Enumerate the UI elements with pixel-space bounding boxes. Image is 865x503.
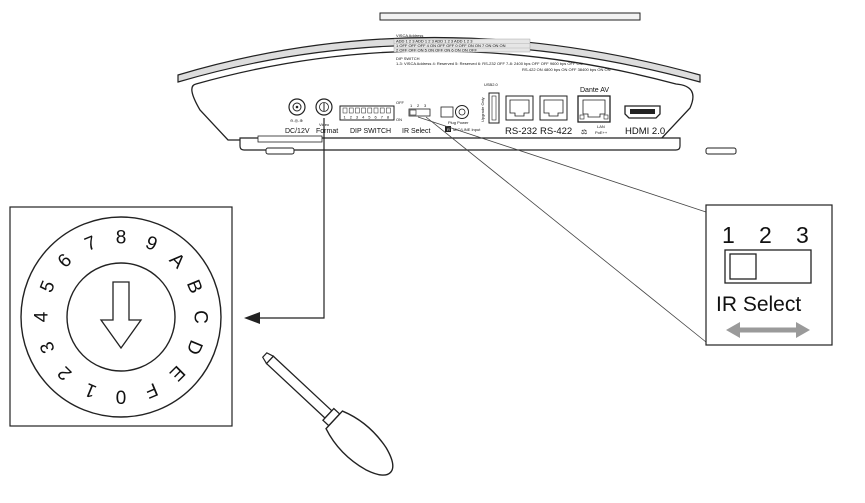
dip-number: 4 <box>362 115 365 120</box>
polarity-icon: ⊖-◎-⊕ <box>290 118 303 123</box>
dip-number: 8 <box>387 115 390 120</box>
ir-select-panel: 1 2 3 IR Select <box>705 204 833 346</box>
dip-slot <box>348 107 354 114</box>
dip-switch-title: DIP SWITCH <box>396 56 420 61</box>
usb-label: USB2.0 <box>484 82 499 87</box>
rotary-label: C <box>190 310 211 324</box>
table-row: 1-3: VISCA Address 4: Reserved 5: Reserv… <box>396 61 583 66</box>
plug-power-label: Plug Power <box>448 120 469 125</box>
poe-label: PoE++ <box>595 130 608 135</box>
power-label: DC/12V <box>285 128 310 135</box>
dip-switch-label: DIP SWITCH <box>350 128 391 135</box>
rs422-label: RS-422 <box>540 126 572 137</box>
lan-label: LAN <box>597 124 605 129</box>
visca-title: VISCA Address <box>396 33 423 38</box>
ir-switch-knob <box>729 253 757 280</box>
ir-panel-num-2: 2 <box>759 222 772 248</box>
ir-num-1: 1 <box>410 103 413 108</box>
mic-line-label: MIC/LINE Input <box>453 127 481 132</box>
table-header-row: ADD 1 2 3 ADD 1 2 3 ADD 1 2 3 ADD 1 2 3 <box>396 39 473 44</box>
usb-port: USB2.0 Upgrade Only <box>480 82 500 124</box>
mic-line-input: Plug Power R MIC/LINE Input <box>440 105 481 132</box>
dip-slot <box>379 107 385 114</box>
rs232-port: RS-232 <box>505 95 537 137</box>
camera-body <box>177 12 737 155</box>
dip-slot <box>373 107 379 114</box>
dip-on-label: ON <box>396 117 402 122</box>
rotary-label: 8 <box>116 228 127 249</box>
rotary-label: 0 <box>116 386 127 407</box>
table-row: 2 OFF OFF ON 5 ON OFF ON 6 ON ON OFF <box>396 48 477 53</box>
rotary-callout-arrow <box>244 118 325 324</box>
table-row: RS-422 ON 4800 bps ON OFF 38400 bps ON O… <box>522 67 611 72</box>
hdmi-label: HDMI 2.0 <box>625 126 665 137</box>
dip-slot <box>367 107 373 114</box>
callout-lines <box>417 116 707 343</box>
hdmi-port: HDMI 2.0 <box>624 105 665 137</box>
power-jack: ⊖-◎-⊕ DC/12V <box>285 98 310 135</box>
ir-num-3: 3 <box>424 103 427 108</box>
visca-address-table: VISCA Address ADD 1 2 3 ADD 1 2 3 ADD 1 … <box>393 33 611 72</box>
dip-number: 1 <box>344 115 347 120</box>
ir-icon: R <box>447 127 450 132</box>
dip-slot <box>342 107 348 114</box>
lan-port: Dante AV ⚖ LAN PoE++ <box>577 87 611 136</box>
table-row: 1 OFF OFF OFF 4 ON OFF OFF 0 OFF ON ON 7… <box>396 43 506 48</box>
dip-slot <box>361 107 366 114</box>
dip-number: 5 <box>368 115 371 120</box>
ir-panel-title: IR Select <box>716 293 801 316</box>
rs232-label: RS-232 <box>505 126 537 137</box>
dip-slot <box>355 107 360 114</box>
dip-slot <box>386 107 391 114</box>
dante-label: Dante AV <box>580 87 609 94</box>
dip-number: 3 <box>356 115 359 120</box>
network-icon: ⚖ <box>581 128 587 136</box>
arrow-down-icon <box>99 281 143 350</box>
upgrade-only-label: Upgrade Only <box>480 97 485 122</box>
format-label: Format <box>316 128 338 135</box>
ir-select-switch-small: 1 2 3 IR Select <box>402 103 430 135</box>
screwdriver-icon <box>261 352 394 476</box>
dip-number: 2 <box>350 115 353 120</box>
dip-number: 6 <box>375 115 378 120</box>
dip-off-label: OFF <box>396 100 405 105</box>
rotary-label: 4 <box>32 311 53 322</box>
ir-panel-num-1: 1 <box>722 222 735 248</box>
dip-number: 7 <box>381 115 384 120</box>
ir-panel-num-3: 3 <box>796 222 809 248</box>
rs422-port: RS-422 <box>539 95 572 137</box>
double-arrow-icon <box>726 322 810 338</box>
ir-num-2: 2 <box>417 103 420 108</box>
ir-select-label: IR Select <box>402 128 430 135</box>
